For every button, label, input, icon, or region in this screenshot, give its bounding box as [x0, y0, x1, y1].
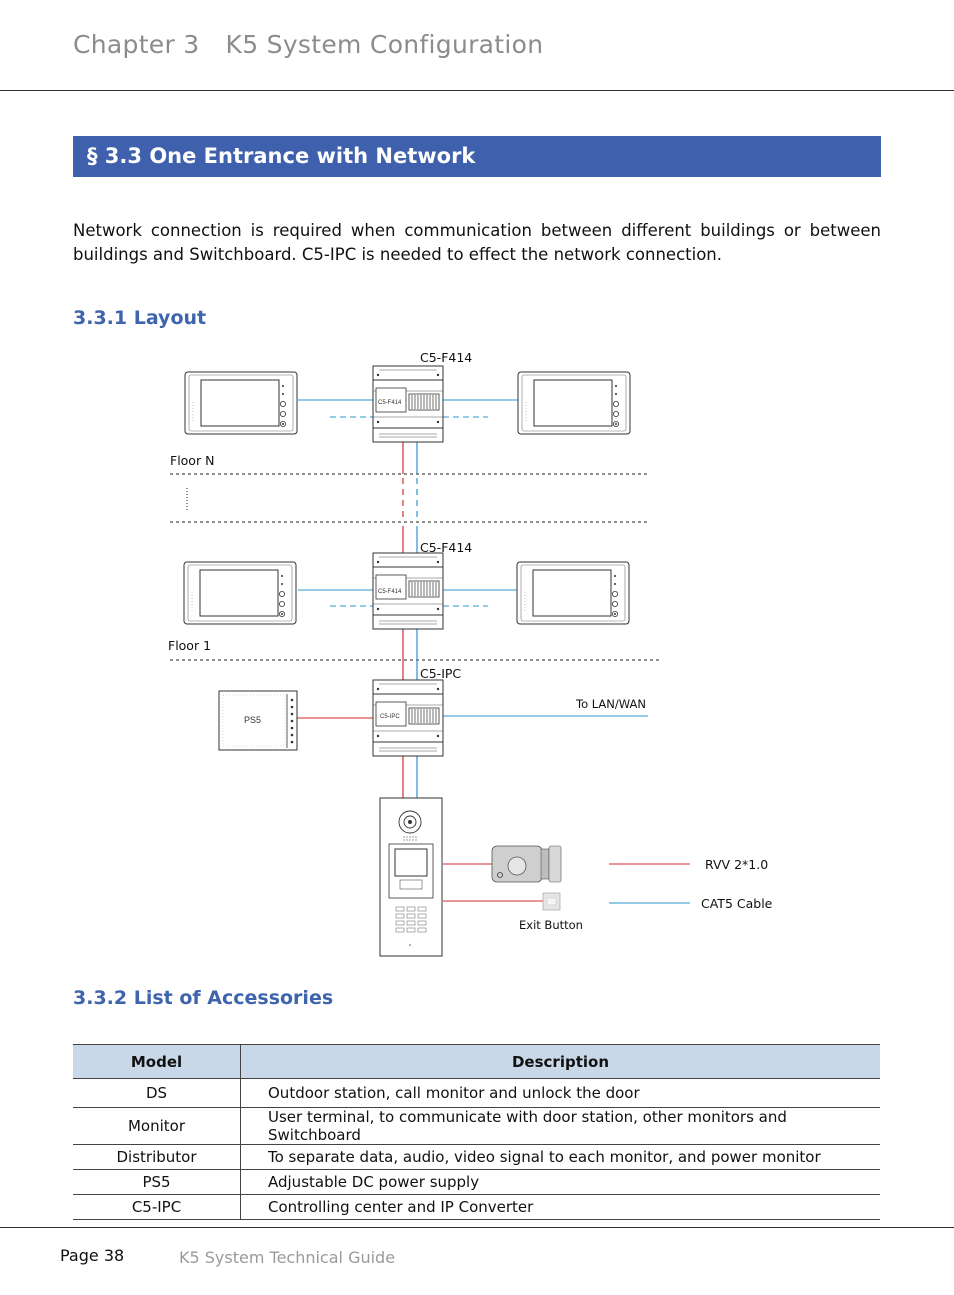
- ps5-power-supply: PS5: [218, 690, 298, 751]
- description-cell: Controlling center and IP Converter: [240, 1194, 880, 1220]
- header-divider: [0, 90, 954, 91]
- monitor-floor-1-left: [183, 561, 297, 625]
- floor-n-label: Floor N: [170, 453, 214, 468]
- door-station: [379, 797, 443, 957]
- chapter-title: Chapter 3 K5 System Configuration: [73, 30, 543, 59]
- model-cell: Distributor: [73, 1144, 241, 1170]
- accessories-heading: 3.3.2 List of Accessories: [73, 987, 334, 1009]
- model-cell: Monitor: [73, 1107, 241, 1145]
- accessories-table: Model Description DS Outdoor station, ca…: [73, 1044, 880, 1220]
- electric-lock: [491, 845, 562, 883]
- table-row: Monitor User terminal, to communicate wi…: [73, 1107, 880, 1145]
- column-header-description: Description: [240, 1044, 880, 1079]
- chapter-number: Chapter 3: [73, 30, 200, 59]
- column-header-model: Model: [73, 1044, 241, 1079]
- monitor-floor-n-left: [184, 371, 298, 435]
- section-title-banner: § 3.3 One Entrance with Network: [73, 136, 881, 177]
- layout-heading: 3.3.1 Layout: [73, 307, 207, 329]
- description-cell: Outdoor station, call monitor and unlock…: [240, 1078, 880, 1108]
- description-cell: Adjustable DC power supply: [240, 1169, 880, 1195]
- footer-divider: [0, 1227, 954, 1228]
- model-cell: DS: [73, 1078, 241, 1108]
- legend-red-label: RVV 2*1.0: [705, 857, 768, 872]
- model-cell: C5-IPC: [73, 1194, 241, 1220]
- distributor-top-label: C5-F414: [420, 350, 472, 365]
- page-number: Page 38: [60, 1246, 125, 1265]
- model-cell: PS5: [73, 1169, 241, 1195]
- ipc-tag: C5-IPC: [380, 714, 400, 720]
- floor-1-label: Floor 1: [168, 638, 211, 653]
- distributor-1-tag: C5-F414: [378, 589, 402, 595]
- description-cell: To separate data, audio, video signal to…: [240, 1144, 880, 1170]
- table-row: PS5 Adjustable DC power supply: [73, 1169, 880, 1195]
- legend-blue-label: CAT5 Cable: [701, 896, 773, 911]
- guide-name: K5 System Technical Guide: [179, 1248, 396, 1267]
- lan-label: To LAN/WAN: [575, 697, 646, 711]
- description-cell: User terminal, to communicate with door …: [240, 1107, 880, 1145]
- chapter-name: K5 System Configuration: [225, 30, 544, 59]
- table-row: C5-IPC Controlling center and IP Convert…: [73, 1194, 880, 1220]
- ipc-label: C5-IPC: [420, 666, 461, 681]
- exit-button-device: [542, 892, 561, 911]
- ps5-tag: PS5: [244, 715, 261, 725]
- monitor-floor-n-right: [517, 371, 631, 435]
- distributor-n-tag: C5-F414: [378, 400, 402, 406]
- monitor-floor-1-right: [516, 561, 630, 625]
- intro-paragraph: Network connection is required when comm…: [73, 221, 881, 264]
- distributor-mid-label: C5-F414: [420, 540, 472, 555]
- table-row: Distributor To separate data, audio, vid…: [73, 1144, 880, 1170]
- exit-button-label: Exit Button: [519, 918, 583, 932]
- table-header-row: Model Description: [73, 1044, 880, 1079]
- table-row: DS Outdoor station, call monitor and unl…: [73, 1078, 880, 1108]
